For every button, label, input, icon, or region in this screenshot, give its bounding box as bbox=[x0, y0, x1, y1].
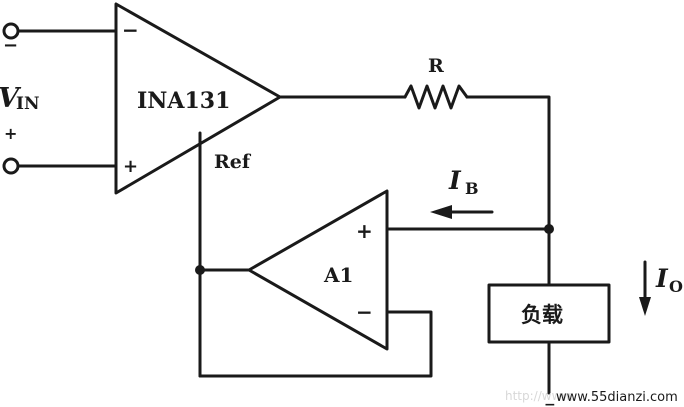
ref-label: Ref bbox=[214, 151, 252, 173]
ib-label-i: I bbox=[448, 166, 462, 195]
a1-plus-input: + bbox=[356, 219, 373, 243]
junction-node-ref bbox=[195, 265, 205, 275]
resistor-label: R bbox=[428, 55, 444, 77]
vin-label-sub: IN bbox=[16, 94, 40, 114]
a1-label: A1 bbox=[323, 263, 353, 287]
ina131-plus-input: + bbox=[123, 156, 138, 177]
ib-arrow-head bbox=[430, 205, 452, 219]
vin-label-v: V bbox=[0, 83, 22, 114]
load-minus-sign: − bbox=[544, 397, 556, 407]
a1-minus-input: − bbox=[356, 300, 373, 324]
watermark-faint: http://www. bbox=[505, 389, 574, 403]
ina131-amplifier bbox=[114, 2, 282, 195]
ib-label-sub: B bbox=[465, 179, 479, 198]
junction-node-load bbox=[544, 224, 554, 234]
watermark-url: www.55dianzi.com bbox=[556, 390, 678, 405]
a1-amplifier bbox=[247, 189, 389, 351]
io-arrow-head bbox=[639, 297, 651, 316]
resistor-r bbox=[403, 84, 469, 110]
vin-minus-sign: − bbox=[3, 35, 18, 56]
wire-r-to-load bbox=[465, 95, 551, 287]
ina131-minus-input: − bbox=[122, 18, 139, 42]
load-box bbox=[487, 283, 611, 344]
ina131-label: INA131 bbox=[137, 88, 230, 114]
load-label: 负载 bbox=[521, 303, 563, 327]
vin-plus-sign: + bbox=[4, 124, 17, 143]
wire-a1-feedback bbox=[198, 310, 433, 378]
input-terminal-plus bbox=[2, 157, 20, 175]
io-label-sub: O bbox=[669, 277, 683, 296]
io-label-i: I bbox=[655, 264, 669, 293]
